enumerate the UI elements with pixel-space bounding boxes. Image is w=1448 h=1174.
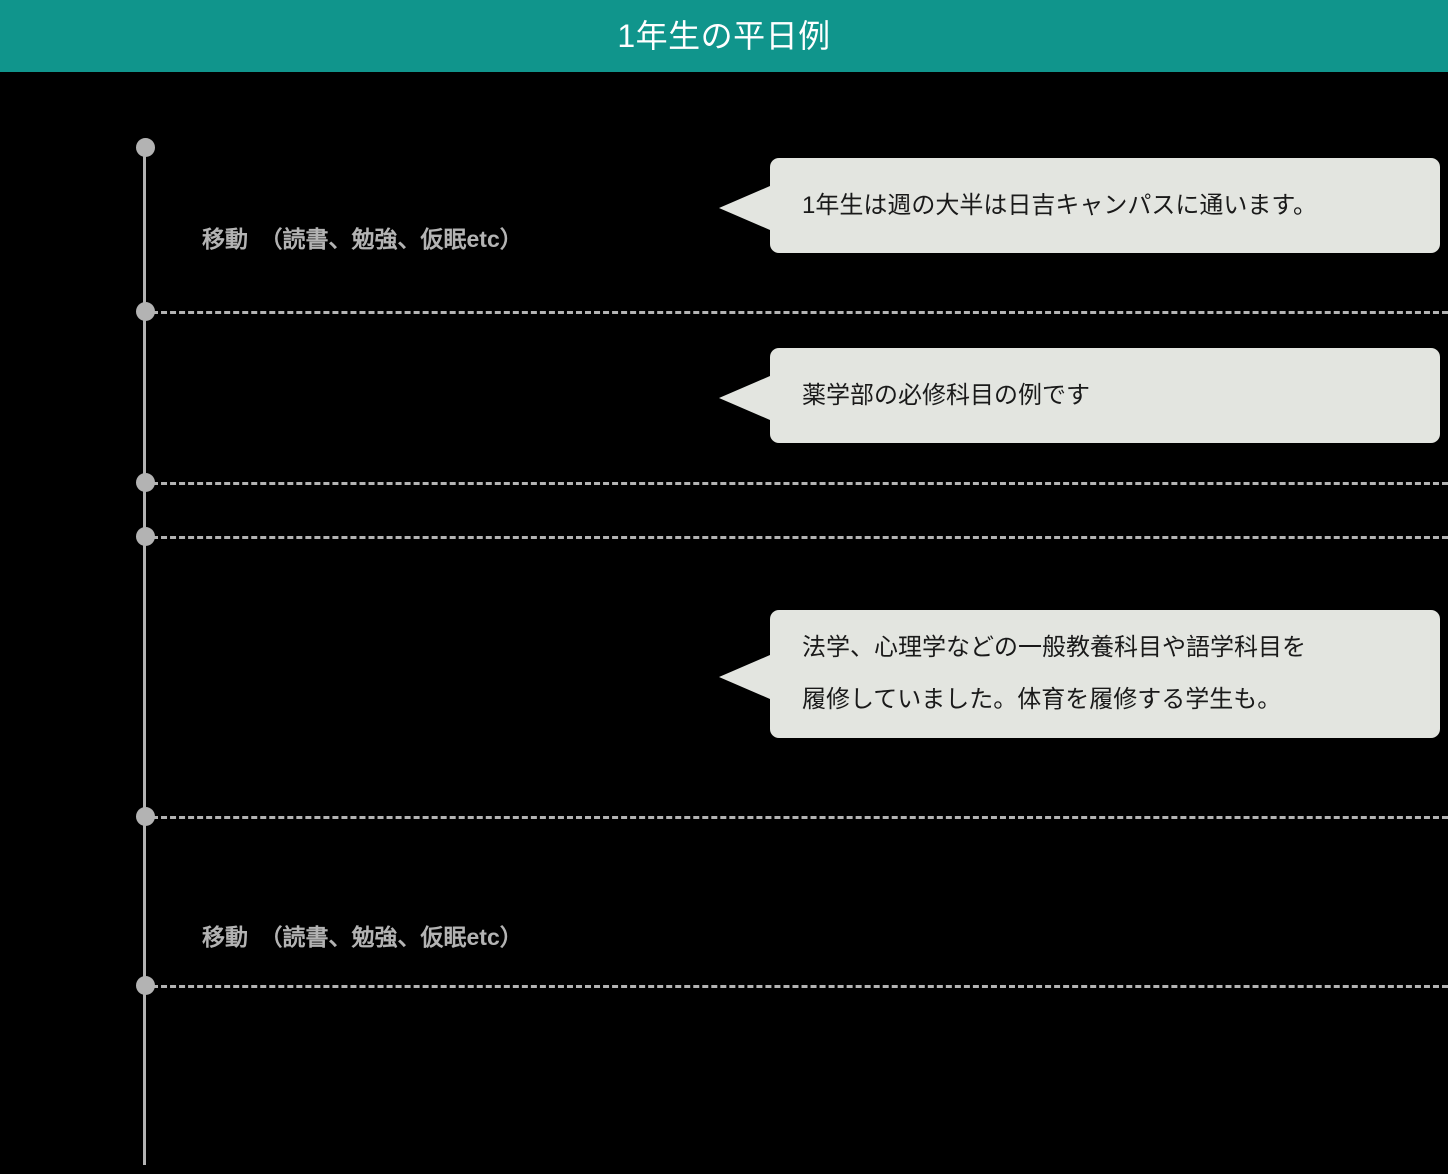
- bubble-campus-tail: [719, 186, 770, 230]
- row-label-commute-morning: 移動 （読書、勉強、仮眠etc）: [202, 226, 523, 252]
- bubble-campus: 1年生は週の大半は日吉キャンパスに通います。: [719, 158, 1440, 253]
- bubble-courses: 法学、心理学などの一般教養科目や語学科目を履修していました。体育を履修する学生も…: [719, 610, 1440, 738]
- row-label-commute-evening: 移動 （読書、勉強、仮眠etc）: [202, 924, 523, 950]
- timeline-axis: [143, 147, 146, 1165]
- divider-2: [152, 482, 1448, 485]
- header-bar: 1年生の平日例: [0, 0, 1448, 72]
- bubble-pharmacy: 薬学部の必修科目の例です: [719, 348, 1440, 443]
- divider-1: [152, 311, 1448, 314]
- node-6: [135, 975, 155, 995]
- node-1: [135, 137, 155, 157]
- bubble-courses-tail: [719, 655, 770, 699]
- bubble-courses-line-1: 法学、心理学などの一般教養科目や語学科目を: [802, 634, 1306, 661]
- divider-5: [152, 985, 1448, 988]
- bubble-courses-line-2: 履修していました。体育を履修する学生も。: [802, 686, 1282, 713]
- node-3: [135, 472, 155, 492]
- node-5: [135, 806, 155, 826]
- bubble-pharmacy-line-1: 薬学部の必修科目の例です: [802, 381, 1090, 409]
- divider-3: [152, 536, 1448, 539]
- node-2: [135, 301, 155, 321]
- node-4: [135, 526, 155, 546]
- page-title: 1年生の平日例: [617, 18, 831, 54]
- bubble-pharmacy-tail: [719, 376, 770, 420]
- bubble-campus-line-1: 1年生は週の大半は日吉キャンパスに通います。: [802, 191, 1317, 219]
- divider-4: [152, 816, 1448, 819]
